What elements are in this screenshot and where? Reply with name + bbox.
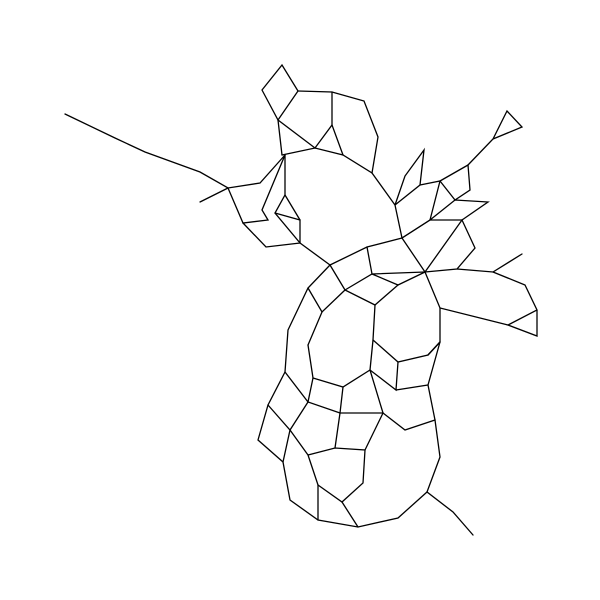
edge-path-36 <box>307 377 344 414</box>
edge-path-0 <box>64 113 286 189</box>
edge-path-42 <box>289 429 366 503</box>
edge-path-44 <box>282 429 291 463</box>
edge-path-40 <box>427 341 441 386</box>
edge-path-31 <box>372 304 441 363</box>
edge-path-19 <box>401 219 431 239</box>
edge-path-23 <box>424 271 509 326</box>
edge-path-26 <box>344 271 426 291</box>
edge-path-9 <box>277 119 344 156</box>
edge-path-38 <box>382 412 441 493</box>
edge-path-39 <box>395 384 436 421</box>
edge-path-43 <box>364 412 384 451</box>
edge-path-7 <box>277 119 283 156</box>
edge-path-2 <box>227 154 286 224</box>
edge-path-41 <box>267 401 309 432</box>
edge-path-8 <box>297 90 379 174</box>
edge-path-30 <box>307 311 323 346</box>
edge-path-16 <box>439 163 471 201</box>
edge-path-34 <box>307 344 399 392</box>
edge-path-3 <box>242 154 302 248</box>
edge-path-35 <box>284 371 309 403</box>
edge-path-17 <box>467 109 524 166</box>
edge-path-25 <box>366 246 426 275</box>
edge-path-27 <box>374 284 399 306</box>
edge-path-20 <box>401 218 476 274</box>
edge-path-5 <box>284 194 301 221</box>
edge-path-46 <box>341 501 359 528</box>
edge-path-11 <box>281 147 403 239</box>
edge-path-37 <box>334 369 384 449</box>
edge-path-13 <box>329 237 403 266</box>
edge-path-6 <box>261 63 299 122</box>
edge-path-22 <box>492 271 538 337</box>
edge-path-28 <box>257 264 474 536</box>
edge-path-33 <box>427 341 441 356</box>
edge-path-18 <box>429 199 490 221</box>
edge-path-15 <box>401 180 441 239</box>
edge-path-32 <box>369 339 374 371</box>
edge-path-1 <box>199 187 229 203</box>
edge-path-14 <box>394 147 425 206</box>
edge-path-12 <box>299 242 331 266</box>
edge-group <box>64 63 538 536</box>
edge-path-29 <box>307 287 346 314</box>
